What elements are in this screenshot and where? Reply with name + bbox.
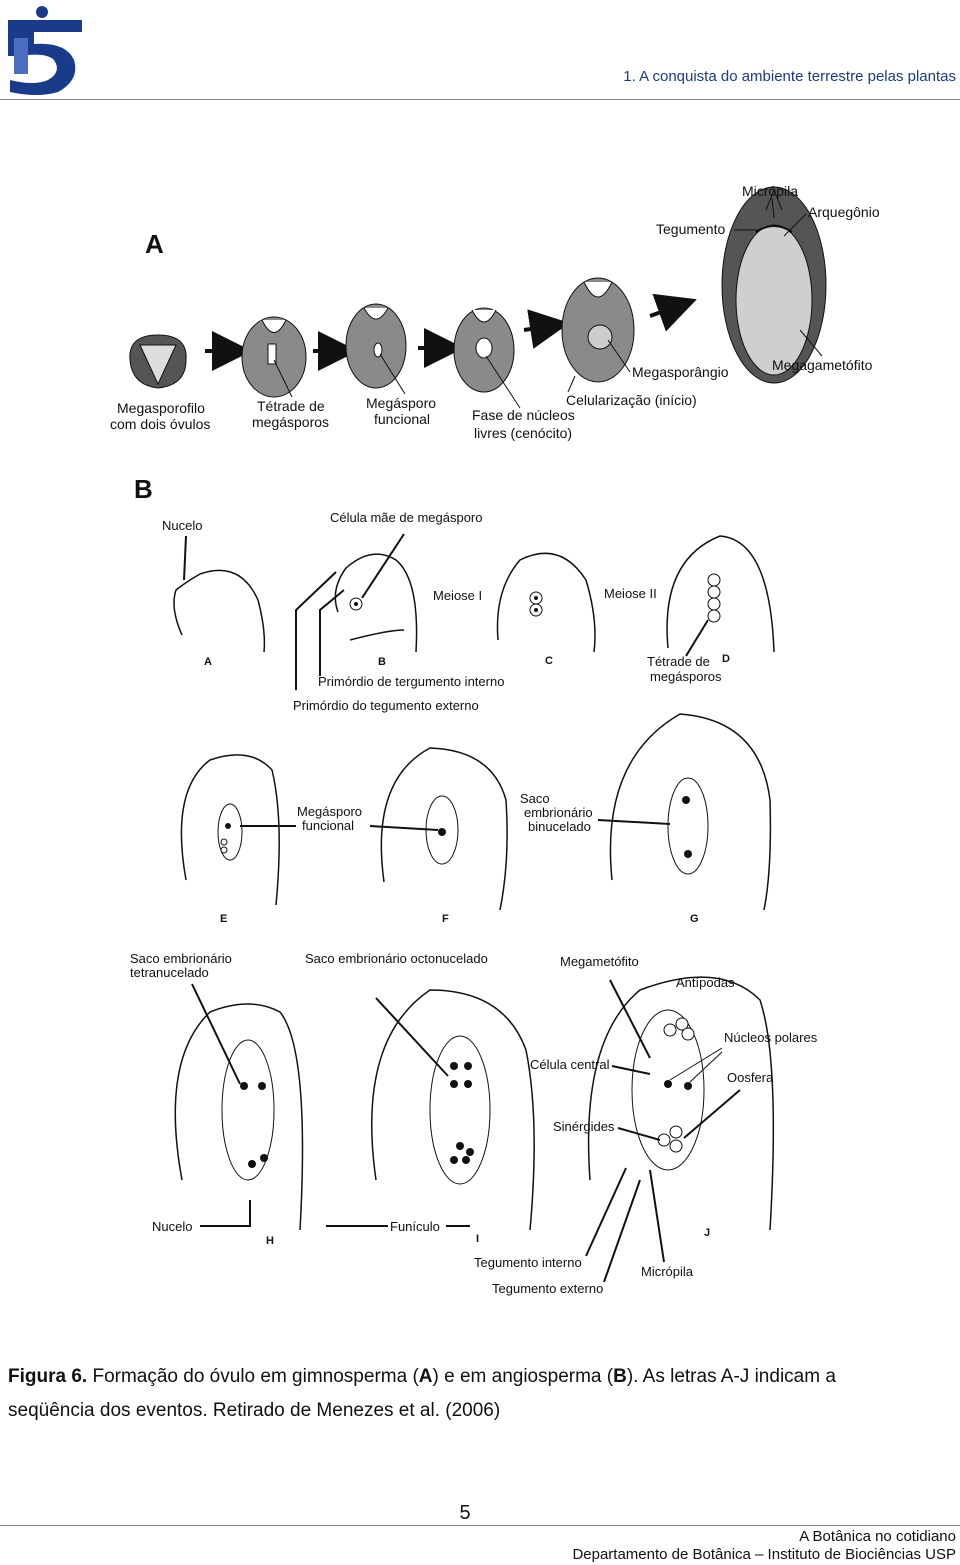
- stage-c-drawing: [496, 552, 596, 653]
- figure-label: Micrópila: [641, 1264, 694, 1279]
- footer-divider: [0, 1525, 960, 1526]
- header-title: 1. A conquista do ambiente terrestre pel…: [623, 68, 956, 85]
- figure-label: I: [476, 1233, 479, 1245]
- footer-line-1: A Botânica no cotidiano: [799, 1528, 956, 1545]
- figure-label: Tegumento externo: [492, 1281, 603, 1296]
- figure-label: J: [704, 1227, 710, 1239]
- figure-label: com dois óvulos: [110, 416, 210, 432]
- figure-label: Célula central: [530, 1057, 610, 1072]
- figure-label: Célula mãe de megásporo: [330, 510, 482, 525]
- figure-label: Megasporofilo: [117, 400, 205, 416]
- figure-label: B: [378, 656, 386, 668]
- megasporofilo-drawing: [129, 334, 187, 389]
- logo-icon: [4, 4, 86, 98]
- caption-text-2: ) e em angiosperma (: [432, 1366, 614, 1387]
- ovule-megasporo: [345, 303, 407, 389]
- panel-a-letter: A: [145, 229, 164, 259]
- header-divider: [0, 99, 960, 100]
- panel-b-letter: B: [134, 474, 153, 504]
- ovule-tetrade: [241, 316, 307, 398]
- figure-label: Saco: [520, 791, 550, 806]
- figure-label: E: [220, 913, 227, 925]
- stage-f-drawing: [380, 747, 508, 911]
- figure-label: megásporos: [252, 414, 329, 430]
- figure-label: Oosfera: [727, 1070, 774, 1085]
- figure-label: Tétrade de: [647, 654, 710, 669]
- figure-label: Primórdio do tegumento externo: [293, 698, 479, 713]
- stage-d-drawing: [666, 535, 775, 653]
- stage-e-drawing: [180, 754, 280, 906]
- figure-label: Tegumento interno: [474, 1255, 582, 1270]
- figure-label: Micrópila: [742, 183, 798, 199]
- figure-label: Nucelo: [162, 518, 202, 533]
- figure-label: funcional: [302, 818, 354, 833]
- antipodas-cells: [663, 1017, 695, 1041]
- ovule-megagametofito: [721, 186, 827, 384]
- figure-label: Saco embrionário octonucelado: [305, 951, 488, 966]
- figure-label: livres (cenócito): [474, 425, 572, 441]
- figure-label: D: [722, 653, 730, 665]
- caption-text-1: Formação do óvulo em gimnosperma (: [87, 1366, 419, 1387]
- page-number: 5: [459, 1502, 471, 1524]
- figure-label: Saco embrionário: [130, 951, 232, 966]
- figure-label: Megasporângio: [632, 364, 729, 380]
- figure-label: H: [266, 1235, 274, 1247]
- figure-label: F: [442, 913, 449, 925]
- figure-label: Megametófito: [560, 954, 639, 969]
- figure-label: Funículo: [390, 1219, 440, 1234]
- footer-line-2: Departamento de Botânica – Instituto de …: [572, 1546, 956, 1563]
- figure-label: funcional: [374, 411, 430, 427]
- figure-label: Meiose II: [604, 586, 657, 601]
- figure-label: Arquegônio: [808, 204, 880, 220]
- stage-i-drawing: [371, 989, 535, 1231]
- figure-label: tetranucelado: [130, 965, 209, 980]
- figure-label: Megásporo: [366, 395, 436, 411]
- figure-label: Sinérgides: [553, 1119, 615, 1134]
- figure-label: Megásporo: [297, 804, 362, 819]
- figure-6-illustration: A Micrópila Arquegônio: [110, 183, 880, 1296]
- caption-text-3: ). As letras A-J indicam a seqüência dos…: [8, 1366, 836, 1421]
- figure-label: binucelado: [528, 819, 591, 834]
- stage-b-drawing: [334, 553, 418, 653]
- stage-j-drawing: [587, 976, 775, 1231]
- ovule-celularizacao: [561, 277, 635, 383]
- figure-label: Fase de núcleos: [472, 407, 575, 423]
- figure-label: G: [690, 913, 699, 925]
- figure-label: Megagametófito: [772, 357, 873, 373]
- figure-label: Celularização (início): [566, 392, 697, 408]
- sinergides-cells: [657, 1125, 683, 1153]
- stage-h-drawing: [174, 1003, 304, 1231]
- figure-label: Núcleos polares: [724, 1030, 818, 1045]
- figure-label: Antípodas: [676, 975, 735, 990]
- figure-label: A: [204, 656, 212, 668]
- caption-bold-a: A: [418, 1366, 433, 1387]
- tetrade-cells: [707, 573, 721, 623]
- figure-caption: Figura 6. Formação do óvulo em gimnosper…: [8, 1360, 908, 1428]
- caption-label: Figura 6.: [8, 1366, 88, 1387]
- ovule-nucleos-livres: [453, 307, 515, 393]
- figure-label: embrionário: [524, 805, 593, 820]
- figure-label: megásporos: [650, 669, 722, 684]
- caption-bold-b: B: [613, 1366, 627, 1387]
- figure-label: Primórdio de tergumento interno: [318, 674, 504, 689]
- figure-label: Meiose I: [433, 588, 482, 603]
- figure-label: C: [545, 655, 553, 667]
- stage-g-drawing: [609, 713, 772, 911]
- figure-label: Tegumento: [656, 221, 725, 237]
- figure-label: Nucelo: [152, 1219, 192, 1234]
- figure-label: Tétrade de: [257, 398, 325, 414]
- stage-a-drawing: [173, 569, 266, 653]
